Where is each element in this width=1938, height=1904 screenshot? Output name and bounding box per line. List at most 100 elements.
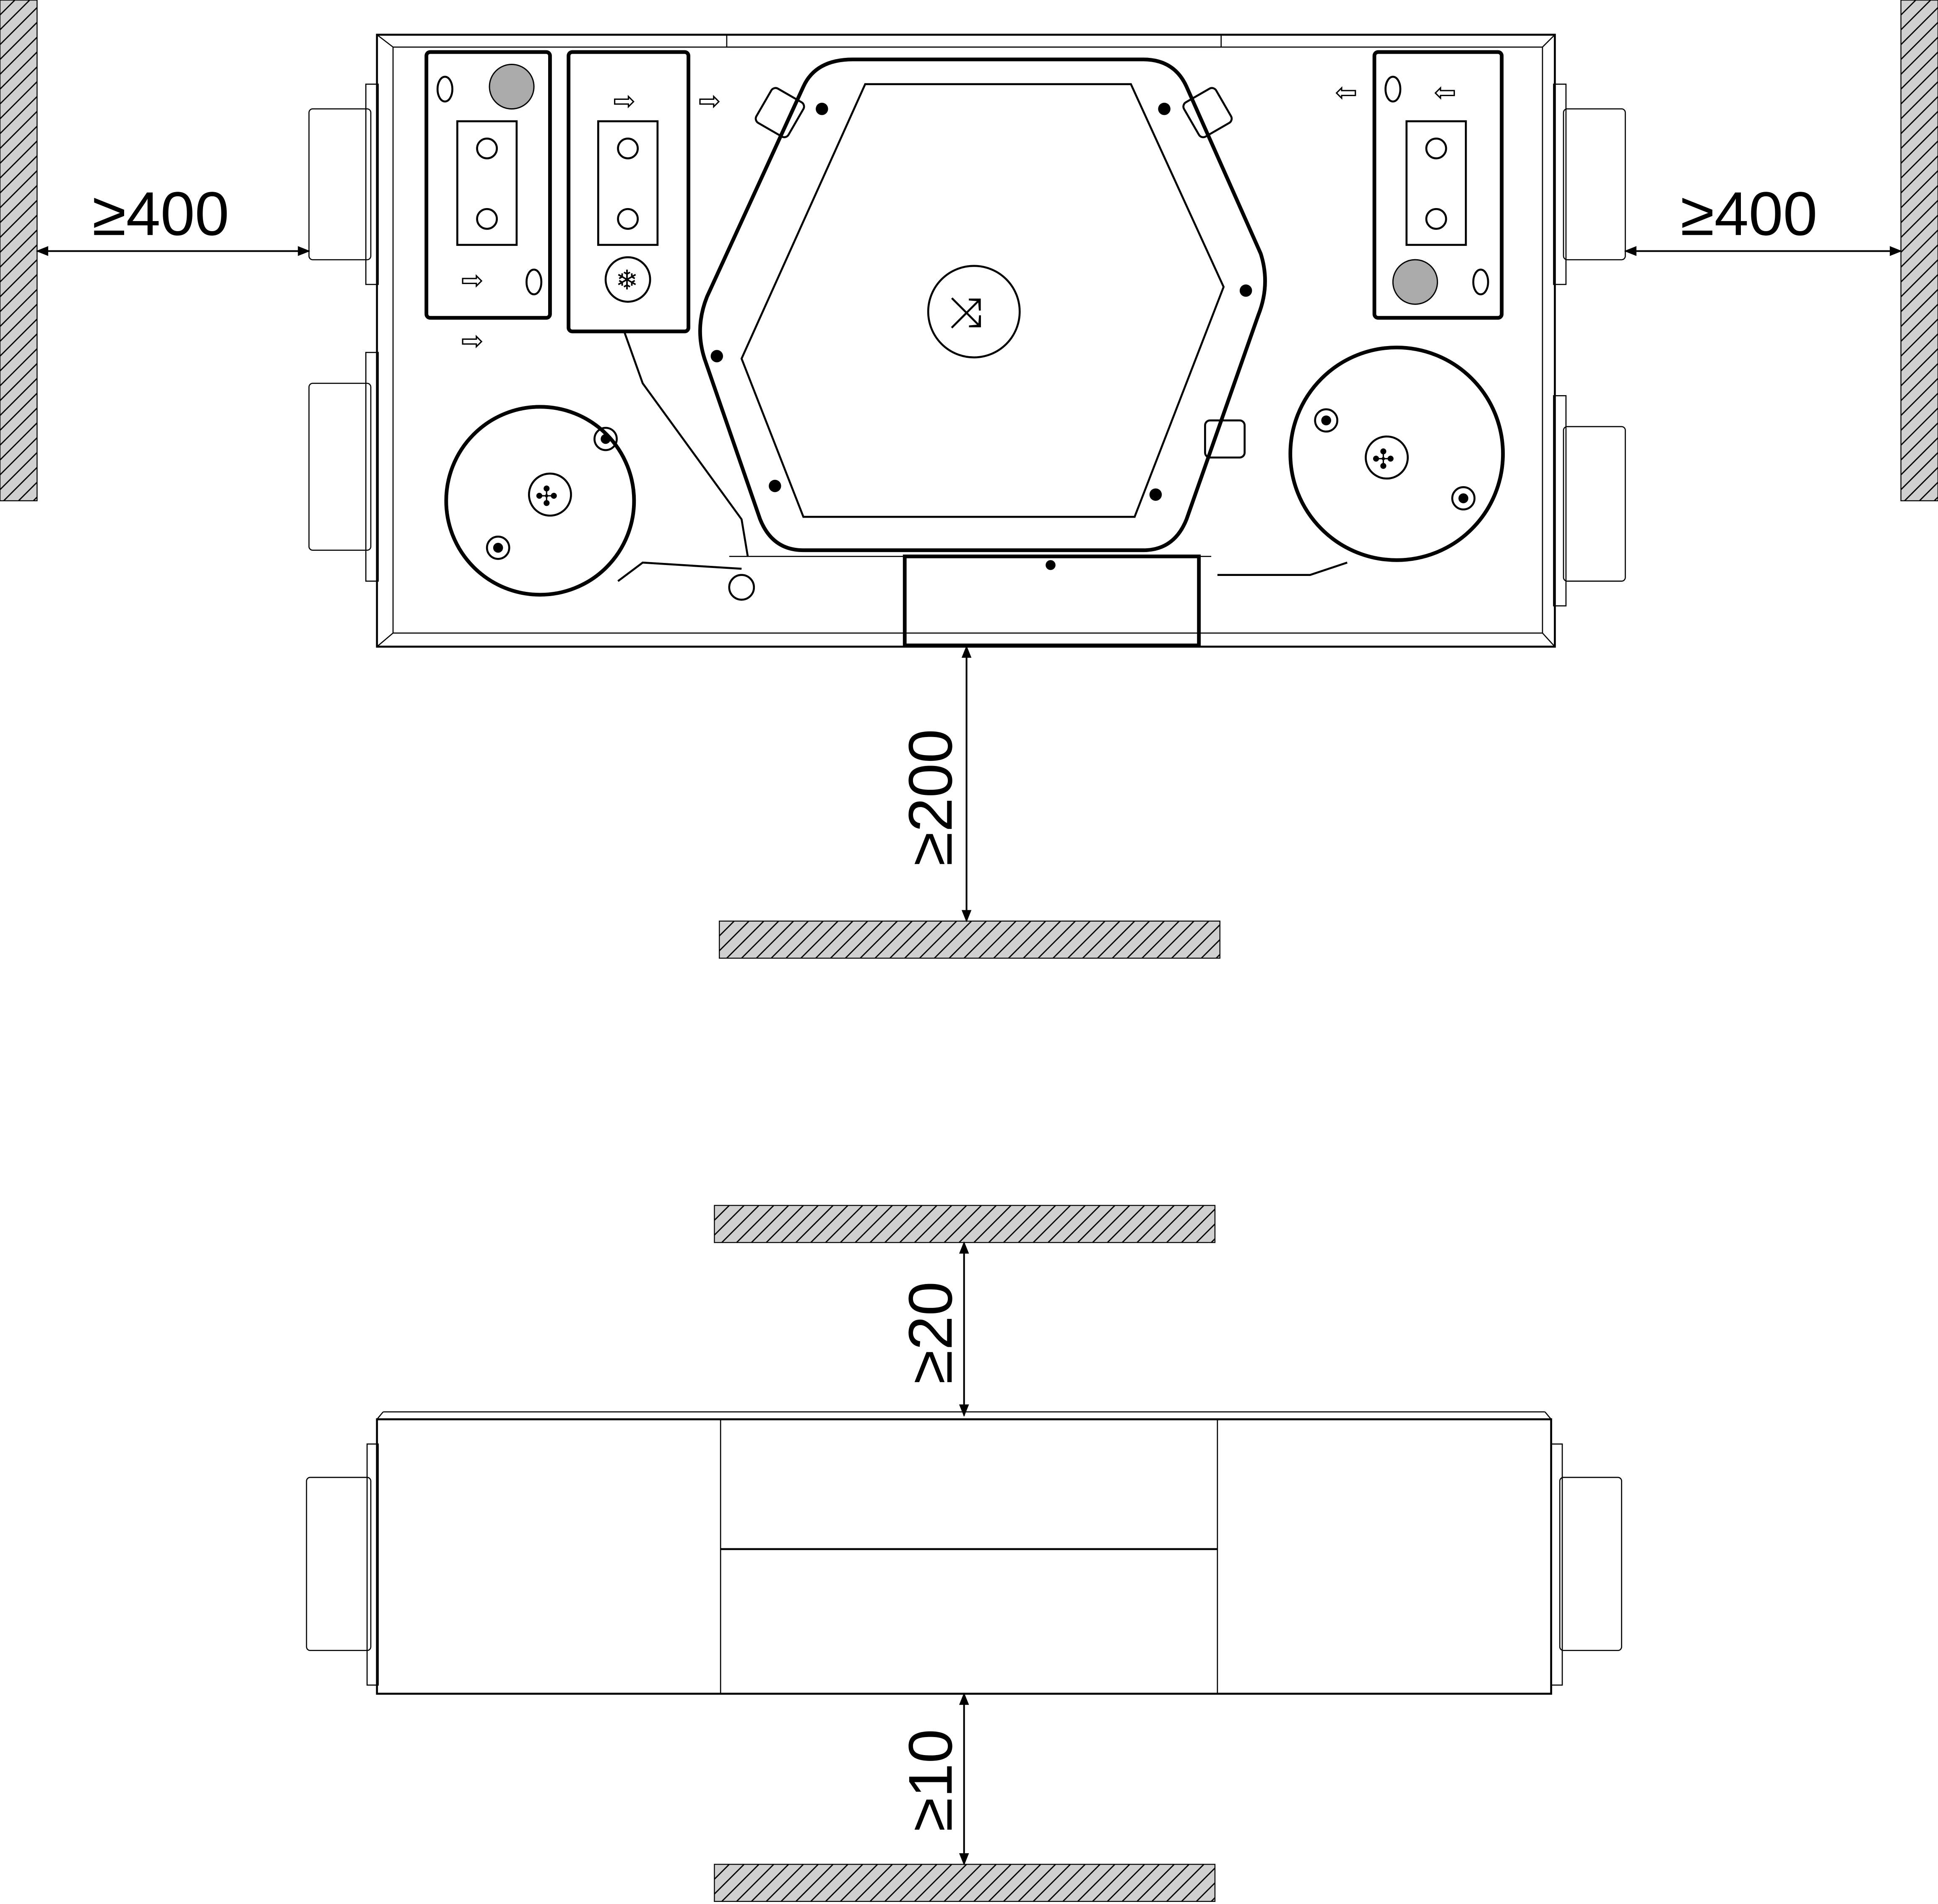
- hatch-line: [1126, 920, 1165, 959]
- hatch-line: [1018, 1205, 1056, 1243]
- hatch-line: [0, 363, 38, 401]
- hatch-line: [0, 22, 38, 60]
- fan-left: ✣: [444, 405, 636, 597]
- hatch-line: [884, 1864, 923, 1902]
- hatch-line: [1934, 496, 1938, 501]
- hatch-line: [914, 1864, 952, 1902]
- hatch-line: [1052, 920, 1091, 959]
- hatch-line: [929, 1205, 967, 1243]
- hatch-line: [1900, 378, 1938, 416]
- heat-exchanger: ⤨: [698, 57, 1267, 552]
- hatch-line: [721, 1205, 760, 1243]
- hatch-line: [810, 1205, 848, 1243]
- hatch-line: [1900, 81, 1938, 120]
- hatch-line: [1900, 7, 1938, 45]
- hatch-line: [869, 1205, 908, 1243]
- hatch-line: [786, 920, 824, 959]
- filter-panel-center: ❄ ⇨: [567, 50, 690, 333]
- hatch-line: [1900, 51, 1938, 90]
- hatch-line: [0, 318, 38, 357]
- clearance-bottom-label: ≥10: [896, 1729, 965, 1832]
- hatch-line: [919, 920, 957, 959]
- airflow-arrow-icon: ⇨: [698, 86, 721, 117]
- filter-panel-right: ⇦: [1372, 50, 1504, 320]
- hatch-line: [1137, 1205, 1175, 1243]
- hatch-line: [1092, 1205, 1130, 1243]
- hatch-line: [0, 407, 38, 446]
- hatch-line: [0, 259, 38, 297]
- hatch-line: [1201, 939, 1220, 959]
- hatch-line: [780, 1864, 819, 1902]
- hatch-line: [1211, 1238, 1216, 1243]
- airflow-arrow-icon: ⇦: [1434, 77, 1457, 108]
- hatch-line: [0, 111, 38, 149]
- hatch-line: [1151, 1205, 1190, 1243]
- hatch-line: [958, 1205, 997, 1243]
- hatch-line: [18, 482, 38, 501]
- hatch-line: [855, 1864, 893, 1902]
- filter-icon: [1392, 259, 1438, 305]
- hatch-line: [1097, 920, 1135, 959]
- hatch-line: [714, 1864, 745, 1895]
- hatch-line: [795, 1205, 834, 1243]
- hatch-line: [0, 81, 38, 120]
- hatch-line: [714, 1205, 730, 1221]
- filter-panel-left: ⇨: [424, 50, 552, 320]
- hatch-line: [1900, 259, 1938, 297]
- hatch-line: [1215, 954, 1220, 959]
- hatch-line: [1112, 920, 1150, 959]
- hatch-line: [1900, 36, 1938, 75]
- hatch-line: [869, 1864, 908, 1902]
- hatch-line: [1900, 66, 1938, 104]
- hatch-line: [840, 1864, 878, 1902]
- hatch-line: [0, 51, 38, 90]
- hatch-line: [1900, 185, 1938, 223]
- hatch-line: [1033, 1864, 1071, 1902]
- hatch-line: [1092, 1864, 1130, 1902]
- heat-exchanger-icon: [927, 265, 1021, 359]
- hatch-line: [1919, 482, 1938, 501]
- hatch-line: [0, 36, 38, 75]
- hatch-line: [1900, 200, 1938, 238]
- hatch-line: [0, 437, 38, 475]
- hatch-line: [751, 1864, 789, 1902]
- clearance-front-label: ≥200: [896, 729, 965, 866]
- hatch-line: [1900, 0, 1916, 16]
- hatch-line: [800, 920, 839, 959]
- hatch-line: [0, 393, 38, 431]
- ceiling-side-view: [714, 1205, 1216, 1243]
- hatch-line: [963, 920, 1002, 959]
- hatch-line: [1900, 244, 1938, 283]
- hatch-line: [0, 7, 38, 45]
- hatch-line: [1166, 1205, 1204, 1243]
- hatch-line: [1900, 437, 1938, 475]
- hatch-line: [1121, 1205, 1160, 1243]
- svg-text:✣: ✣: [535, 481, 558, 513]
- hatch-line: [0, 422, 38, 461]
- hatch-line: [1900, 422, 1938, 461]
- hatch-line: [0, 185, 38, 223]
- hatch-line: [756, 920, 794, 959]
- hatch-line: [0, 378, 38, 416]
- unit-top-view: ⇨ ⇨ ❄ ⇨ ⇨ ⇦ ⇦ ⤨: [308, 34, 1626, 648]
- hatch-line: [1904, 467, 1938, 501]
- hatch-line: [944, 1205, 982, 1243]
- hatch-line: [884, 1205, 923, 1243]
- hatch-line: [1900, 0, 1931, 31]
- hatch-line: [815, 920, 853, 959]
- hatch-line: [1156, 920, 1194, 959]
- hatch-line: [714, 1864, 730, 1880]
- hatch-line: [904, 920, 942, 959]
- hatch-line: [825, 1205, 864, 1243]
- hatch-line: [1196, 1882, 1216, 1902]
- hatch-line: [988, 1864, 1027, 1902]
- hatch-line: [810, 1864, 848, 1902]
- hatch-line: [1900, 96, 1938, 134]
- hatch-line: [978, 920, 1017, 959]
- hatch-line: [1048, 1205, 1086, 1243]
- hatch-line: [736, 1205, 774, 1243]
- fan-icon: [528, 472, 572, 517]
- hatch-line: [1038, 920, 1076, 959]
- hatch-line: [1900, 393, 1938, 431]
